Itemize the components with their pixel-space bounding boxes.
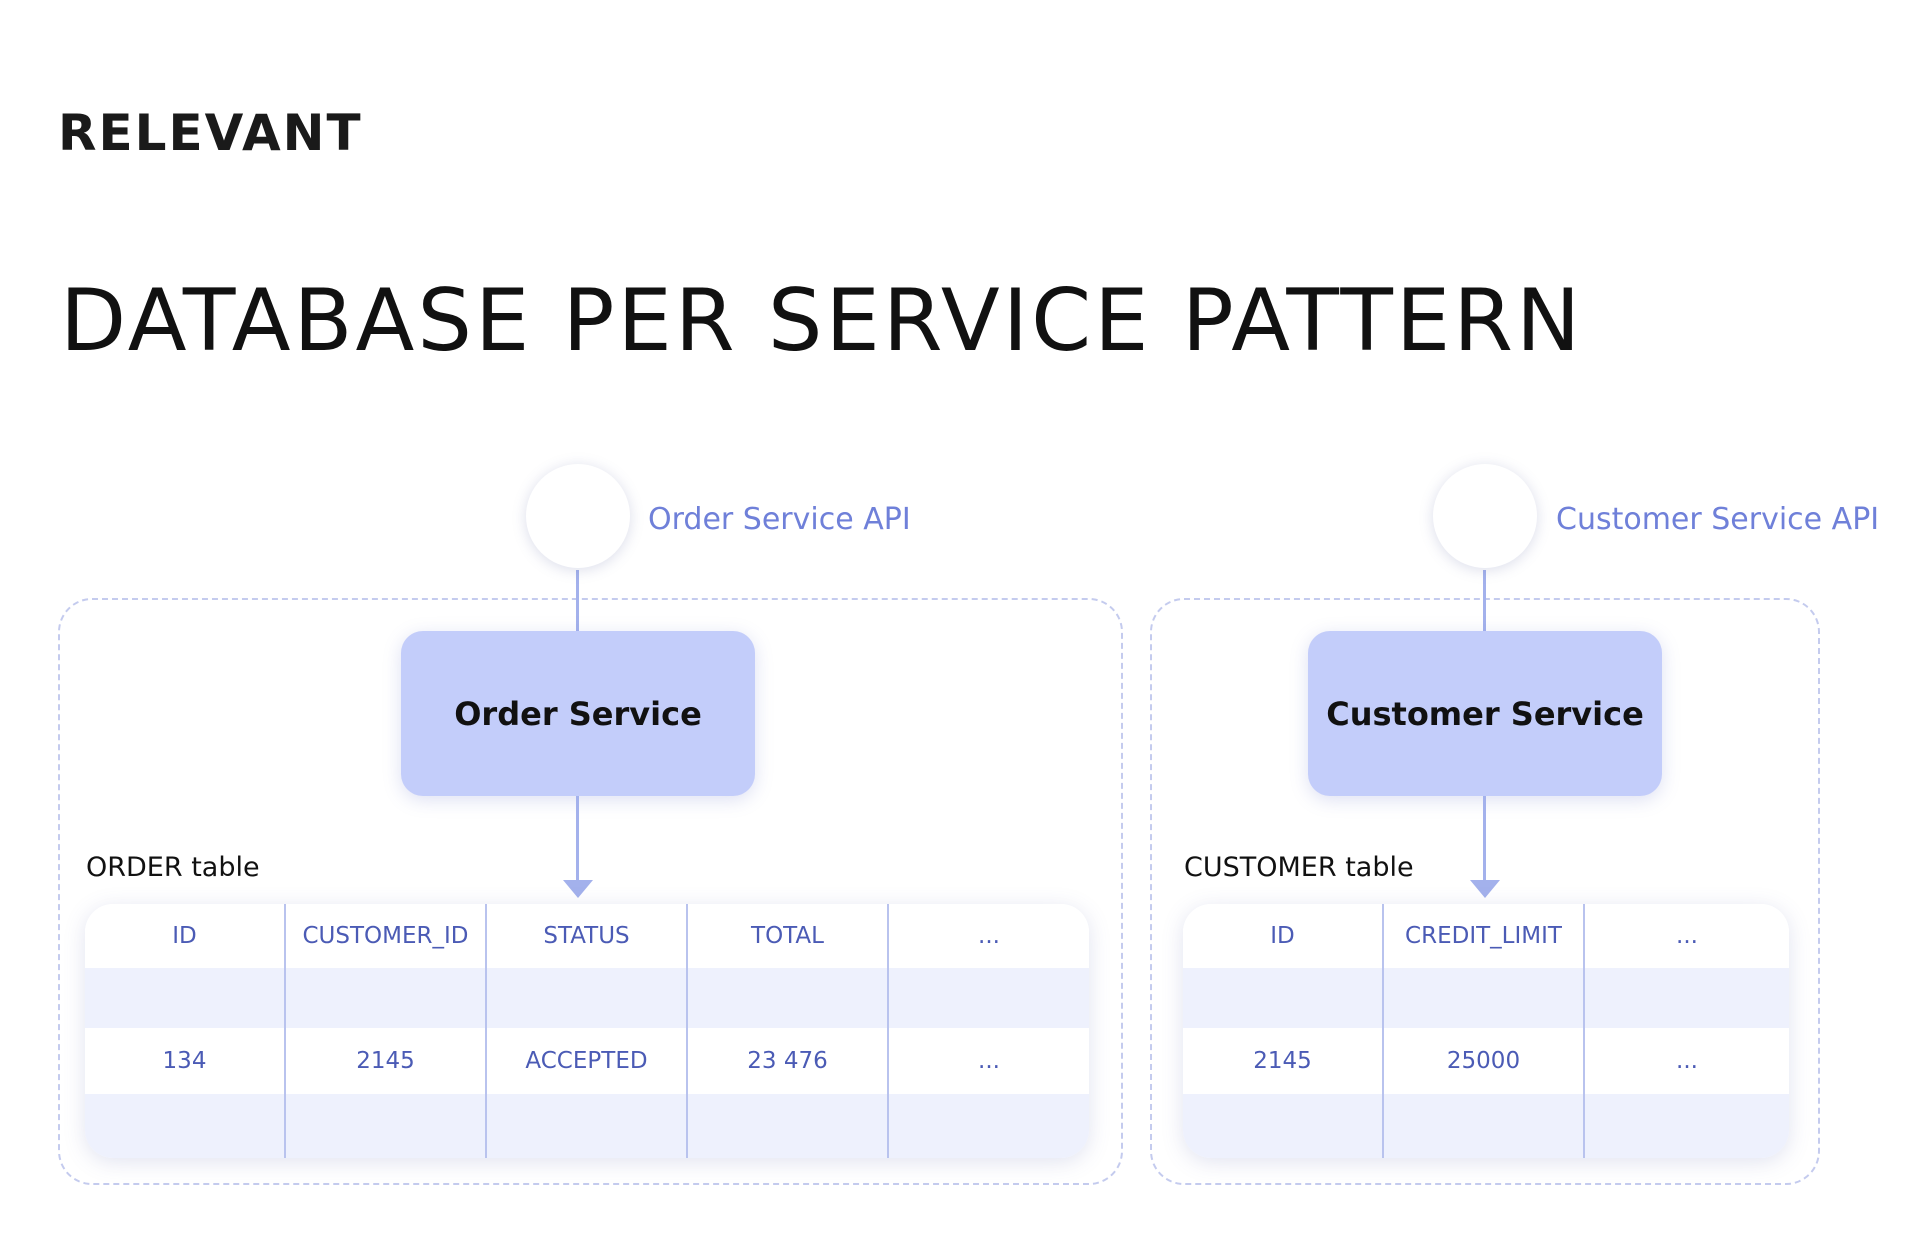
customer-db-connector [1483,796,1486,882]
order-cell-empty [85,1094,286,1158]
order-cell-empty [487,968,688,1028]
order-cell-empty [85,968,286,1028]
order-cell-empty [688,968,889,1028]
customer-api-label: Customer Service API [1556,502,1880,537]
order-table-row [85,968,1089,1028]
order-db-connector [576,796,579,882]
order-col-id: ID [85,904,286,968]
customer-col-id: ID [1183,904,1384,968]
order-cell-empty [286,1094,487,1158]
order-col-total: TOTAL [688,904,889,968]
order-cell-empty [286,968,487,1028]
customer-table-row: 2145 25000 ... [1183,1028,1789,1094]
customer-table-caption: CUSTOMER table [1184,852,1414,883]
order-cell-empty [487,1094,688,1158]
order-domain-boundary [58,598,1123,1185]
order-cell-customer-id: 2145 [286,1028,487,1094]
order-api-connector [576,570,579,633]
customer-cell-more: ... [1676,1048,1698,1074]
customer-col-more: ... [1676,923,1698,949]
order-col-status: STATUS [487,904,688,968]
order-table-caption: ORDER table [86,852,260,883]
order-table-header-row: ID CUSTOMER_ID STATUS TOTAL ... [85,904,1089,968]
page-title: DATABASE PER SERVICE PATTERN [60,271,1584,371]
customer-cell-empty [1384,1094,1585,1158]
order-cell-status: ACCEPTED [487,1028,688,1094]
customer-table-row [1183,1094,1789,1158]
order-cell-empty [889,1094,1089,1158]
order-cell-more: ... [978,1048,1000,1074]
customer-service-box: Customer Service [1308,631,1662,796]
customer-api-node [1433,464,1537,568]
customer-cell-empty [1183,1094,1384,1158]
customer-db-arrow-icon [1470,880,1500,898]
customer-api-connector [1483,570,1486,633]
customer-table-row [1183,968,1789,1028]
order-table-row [85,1094,1089,1158]
customer-cell-empty [1183,968,1384,1028]
customer-cell-credit-limit: 25000 [1384,1028,1585,1094]
order-table-row: 134 2145 ACCEPTED 23 476 ... [85,1028,1089,1094]
order-api-node [526,464,630,568]
order-service-box: Order Service [401,631,755,796]
customer-cell-empty [1585,1094,1789,1158]
order-db-arrow-icon [563,880,593,898]
customer-cell-empty [1585,968,1789,1028]
order-col-customer-id: CUSTOMER_ID [286,904,487,968]
customer-table-header-row: ID CREDIT_LIMIT ... [1183,904,1789,968]
brand-logo: RELEVANT [58,104,363,162]
customer-col-credit-limit: CREDIT_LIMIT [1384,904,1585,968]
order-api-label: Order Service API [648,502,911,537]
order-col-more: ... [978,923,1000,949]
order-cell-total: 23 476 [688,1028,889,1094]
customer-cell-empty [1384,968,1585,1028]
order-cell-id: 134 [85,1028,286,1094]
customer-table: ID CREDIT_LIMIT ... 2145 25000 ... [1183,904,1789,1158]
order-cell-empty [889,968,1089,1028]
customer-cell-id: 2145 [1183,1028,1384,1094]
order-cell-empty [688,1094,889,1158]
order-table: ID CUSTOMER_ID STATUS TOTAL ... 134 2145… [85,904,1089,1158]
